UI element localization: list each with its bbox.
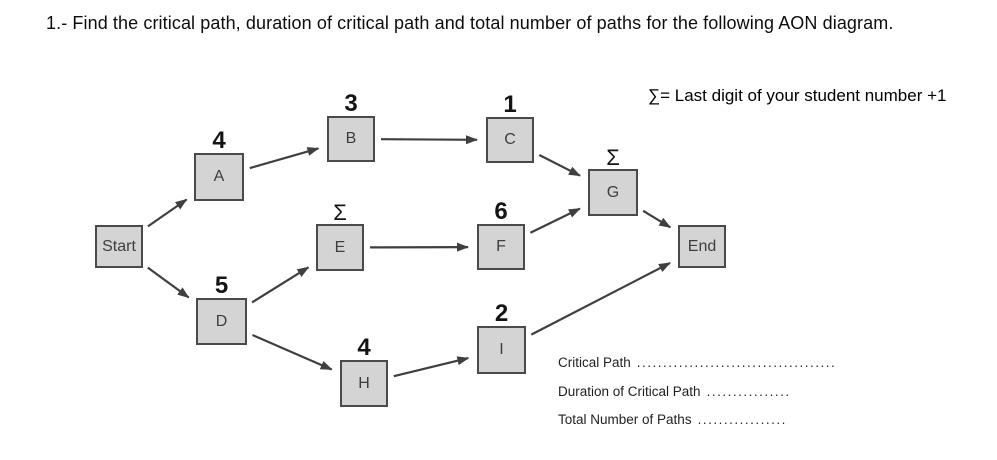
node-label: Start (102, 237, 136, 255)
node-start: Start (95, 225, 143, 268)
edge-a-b (249, 147, 320, 170)
node-duration: 2 (494, 300, 509, 327)
answer-row: Total Number of Paths................. (558, 412, 836, 441)
node-duration: Σ (606, 145, 620, 170)
answer-label: Duration of Critical Path (558, 383, 701, 399)
problem-title: 1.- Find the critical path, duration of … (46, 13, 894, 33)
node-label: End (687, 237, 717, 255)
edge-i-end (530, 262, 671, 336)
answer-row: Critical Path...........................… (558, 355, 836, 384)
answer-dotted-line: ...................................... (636, 355, 837, 370)
node-duration: 4 (212, 127, 226, 154)
answer-block: Critical Path...........................… (558, 355, 836, 441)
node-duration: 3 (344, 90, 358, 117)
node-duration: Σ (333, 200, 347, 225)
node-end: End (678, 225, 726, 268)
answer-row: Duration of Critical Path...............… (558, 384, 836, 413)
node-label: G (606, 183, 620, 201)
node-label: C (504, 131, 516, 148)
edge-g-end (642, 209, 672, 229)
node-label: F (496, 238, 506, 255)
edge-d-e (251, 266, 310, 304)
node-duration: 1 (503, 91, 517, 118)
edge-d-h (252, 333, 333, 371)
answer-label: Total Number of Paths (558, 412, 692, 427)
node-label: I (499, 341, 504, 358)
node-duration: 4 (357, 334, 371, 361)
node-label: A (213, 168, 225, 185)
edge-start-a (147, 198, 188, 228)
answer-label: Critical Path (558, 355, 631, 370)
node-duration: 5 (214, 272, 229, 299)
node-duration: 6 (494, 198, 508, 225)
edge-h-i (393, 356, 470, 378)
edge-b-c (380, 135, 478, 145)
edge-f-g (529, 207, 581, 234)
answer-dotted-line: ................. (697, 412, 787, 427)
answer-dotted-line: ................ (706, 383, 791, 399)
node-label: B (345, 130, 357, 147)
sigma-note: ∑= Last digit of your student number +1 (648, 86, 947, 105)
node-label: H (358, 374, 370, 392)
edge-start-d (147, 266, 190, 299)
node-label: D (215, 312, 228, 330)
node-label: E (334, 238, 346, 256)
edge-c-g (538, 154, 581, 177)
